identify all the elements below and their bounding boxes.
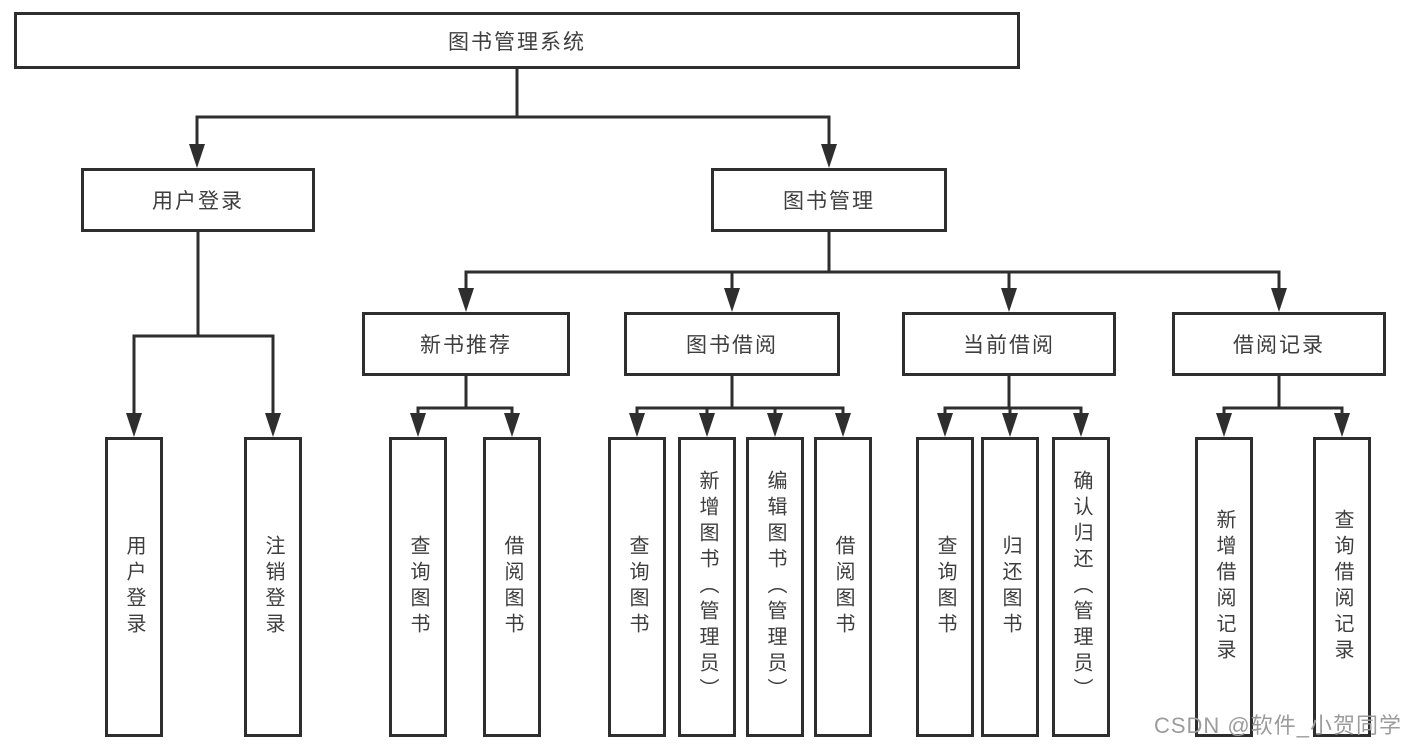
connector-user-login-children [126, 232, 281, 437]
node-current-borrow-label: 当前借阅 [963, 334, 1055, 357]
node-new-book-recommend-label: 新书推荐 [420, 334, 512, 357]
leaf-confirm-return-admin-label: 确认归还（管理员） [1070, 470, 1092, 704]
leaf-query-books-2: 查询图书 [608, 437, 666, 737]
leaf-query-books-2-label: 查询图书 [626, 535, 648, 639]
leaf-add-books-admin-label: 新增图书（管理员） [696, 470, 718, 704]
node-user-login-label: 用户登录 [152, 190, 244, 213]
leaf-logout: 注销登录 [244, 437, 302, 737]
leaf-borrow-books-1: 借阅图书 [483, 437, 541, 737]
leaf-return-books-label: 归还图书 [999, 535, 1021, 639]
leaf-logout-label: 注销登录 [262, 535, 284, 639]
leaf-query-books-1: 查询图书 [389, 437, 447, 737]
node-current-borrow: 当前借阅 [902, 312, 1116, 376]
node-borrow-records-label: 借阅记录 [1233, 334, 1325, 357]
node-root: 图书管理系统 [14, 12, 1020, 69]
leaf-user-login-label: 用户登录 [123, 535, 145, 639]
leaf-add-books-admin: 新增图书（管理员） [678, 437, 736, 737]
leaf-borrow-books-2: 借阅图书 [814, 437, 872, 737]
node-book-management-label: 图书管理 [783, 190, 875, 213]
leaf-edit-books-admin: 编辑图书（管理员） [746, 437, 804, 737]
connector-current-borrow-children [937, 376, 1089, 437]
leaf-return-books: 归还图书 [981, 437, 1039, 737]
csdn-watermark: CSDN @软件_小贺同学 [1153, 713, 1402, 738]
connector-records-children [1216, 376, 1350, 437]
node-book-borrow: 图书借阅 [624, 312, 840, 376]
leaf-edit-books-admin-label: 编辑图书（管理员） [764, 470, 786, 704]
leaf-add-borrow-record: 新增借阅记录 [1195, 437, 1253, 737]
connector-book-borrow-children [629, 376, 851, 437]
leaf-query-borrow-record-label: 查询借阅记录 [1331, 509, 1353, 665]
node-new-book-recommend: 新书推荐 [362, 312, 570, 376]
leaf-borrow-books-2-label: 借阅图书 [832, 535, 854, 639]
node-book-management: 图书管理 [711, 168, 947, 232]
leaf-add-borrow-record-label: 新增借阅记录 [1213, 509, 1235, 665]
connector-new-book-children [410, 376, 520, 437]
leaf-borrow-books-1-label: 借阅图书 [501, 535, 523, 639]
node-borrow-records: 借阅记录 [1172, 312, 1386, 376]
leaf-user-login: 用户登录 [105, 437, 163, 737]
node-root-label: 图书管理系统 [448, 30, 586, 54]
connector-root-to-level2 [189, 69, 837, 168]
leaf-query-books-3: 查询图书 [916, 437, 974, 737]
connector-book-mgmt-children [458, 232, 1287, 312]
leaf-query-books-1-label: 查询图书 [407, 535, 429, 639]
leaf-query-borrow-record: 查询借阅记录 [1313, 437, 1371, 737]
leaf-confirm-return-admin: 确认归还（管理员） [1052, 437, 1110, 737]
node-book-borrow-label: 图书借阅 [686, 334, 778, 357]
leaf-query-books-3-label: 查询图书 [934, 535, 956, 639]
node-user-login: 用户登录 [81, 168, 315, 232]
